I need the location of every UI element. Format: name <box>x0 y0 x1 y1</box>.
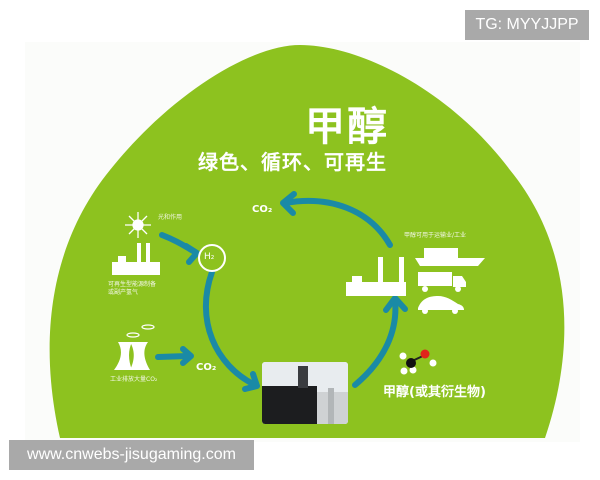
renewable-label-line2: 或副产氢气 <box>108 289 139 296</box>
factory-icon-right <box>346 257 406 296</box>
arrowhead-upper <box>280 191 297 216</box>
arrow-upper <box>282 197 393 248</box>
diagram-title: 甲醇 <box>305 104 389 150</box>
car-icon <box>418 296 464 314</box>
arrow-heads <box>180 191 408 392</box>
plant-photo <box>262 362 348 424</box>
renewable-label-line1: 可再生型能源制备 <box>108 281 157 288</box>
arrowhead-left-down <box>242 371 260 392</box>
arrowhead-right-up <box>383 295 408 313</box>
uses-label: 甲醇可用于运输业/工业 <box>404 232 467 239</box>
sun-label: 光和作用 <box>158 214 183 221</box>
arrowhead-sun <box>183 243 200 265</box>
hydrogen-circle <box>198 244 226 272</box>
diagram-subtitle: 绿色、循环、可再生 <box>198 150 387 174</box>
sun-icon <box>125 212 151 238</box>
arrow-right-up <box>352 297 399 388</box>
co2-label-lower: CO₂ <box>196 362 217 373</box>
green-dome <box>49 45 565 438</box>
cooling-tower-icon <box>114 324 155 370</box>
methanol-label: 甲醇(或其衍生物) <box>383 385 486 400</box>
arrowhead-industry <box>180 346 194 366</box>
hydrogen-label: H₂ <box>204 252 215 262</box>
arrow-left-down <box>202 269 258 388</box>
arrow-industry-to-co2 <box>155 353 191 360</box>
methanol-molecule-icon <box>399 349 437 375</box>
co2-label-upper: CO₂ <box>252 204 273 215</box>
industry-label: 工业排放大量CO₂ <box>110 376 158 383</box>
watermark-bottom: www.cnwebs-jisugaming.com <box>9 440 254 470</box>
ship-icon <box>415 248 485 266</box>
factory-icon-left <box>112 243 160 275</box>
truck-icon <box>418 272 466 292</box>
watermark-top: TG: MYYJJPP <box>465 10 589 40</box>
